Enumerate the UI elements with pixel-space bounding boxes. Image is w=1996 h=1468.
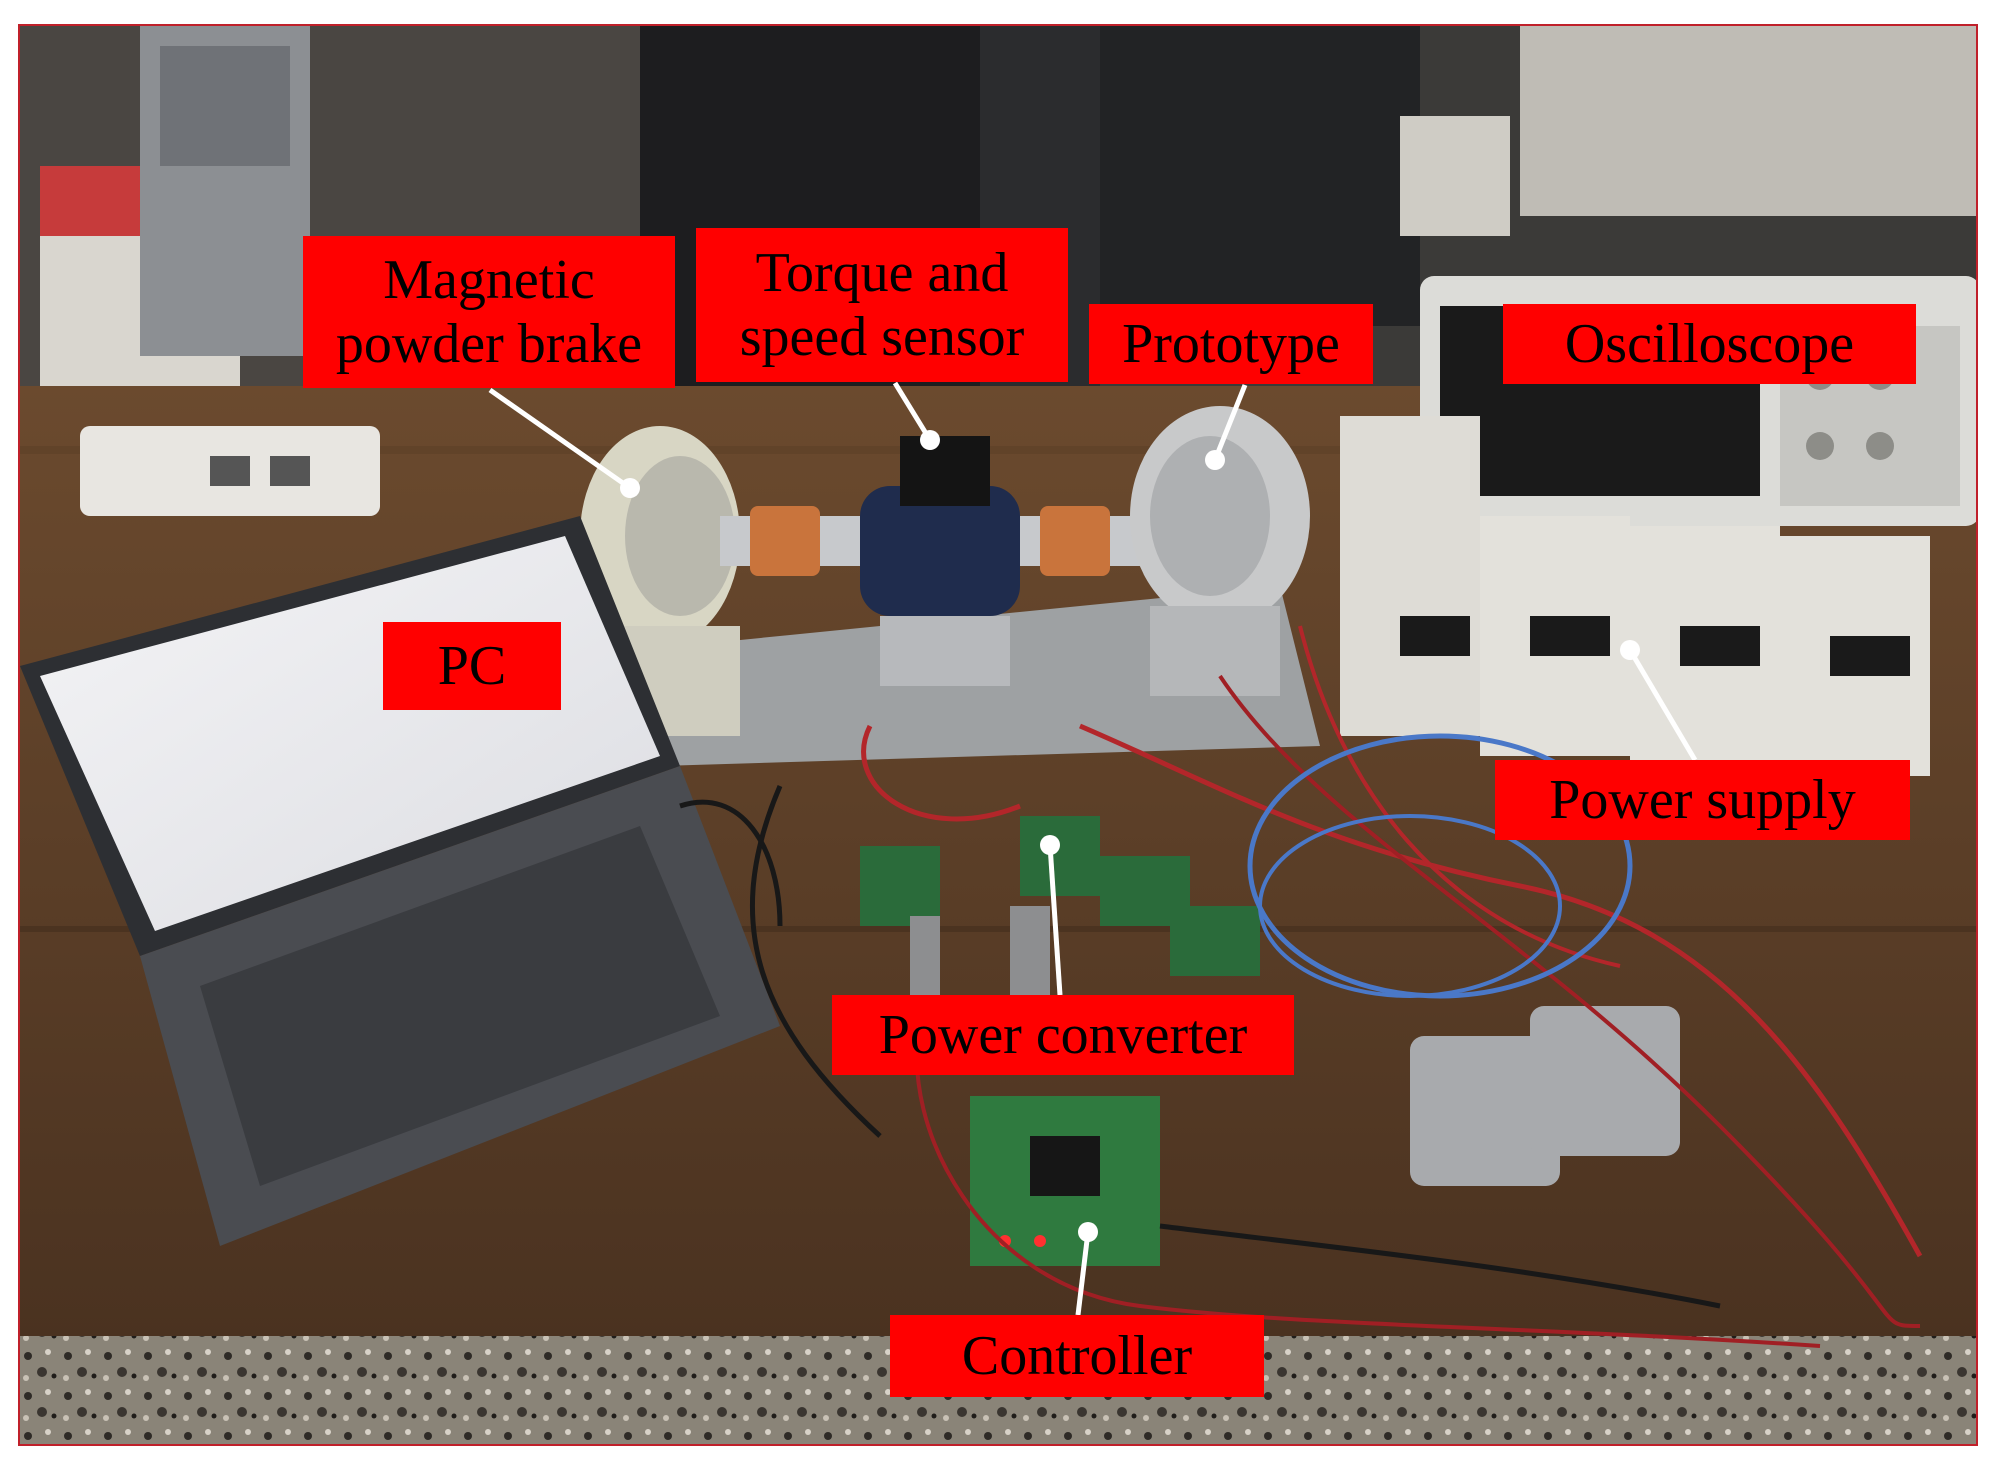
label-power-supply: Power supply xyxy=(1495,760,1910,840)
label-power-converter: Power converter xyxy=(832,995,1294,1075)
label-sensor-line1: Torque and xyxy=(755,241,1009,304)
label-pc-text: PC xyxy=(437,634,507,697)
label-pc: PC xyxy=(383,622,561,710)
label-power-converter-text: Power converter xyxy=(878,1003,1248,1066)
label-oscilloscope: Oscilloscope xyxy=(1503,304,1916,384)
label-prototype-text: Prototype xyxy=(1122,312,1340,375)
label-controller-text: Controller xyxy=(961,1324,1193,1387)
lab-test-bench-photo xyxy=(20,26,1976,1444)
label-magnetic-powder-brake: Magnetic powder brake xyxy=(303,236,675,388)
label-torque-speed-sensor: Torque and speed sensor xyxy=(696,228,1068,382)
label-prototype: Prototype xyxy=(1089,304,1373,384)
label-controller: Controller xyxy=(890,1315,1264,1397)
label-oscilloscope-text: Oscilloscope xyxy=(1564,312,1855,375)
photo-frame xyxy=(18,24,1978,1446)
label-brake-line1: Magnetic xyxy=(383,248,595,311)
label-sensor-line2: speed sensor xyxy=(739,306,1025,368)
label-brake-line2: powder brake xyxy=(335,313,643,375)
label-power-supply-text: Power supply xyxy=(1549,768,1856,831)
